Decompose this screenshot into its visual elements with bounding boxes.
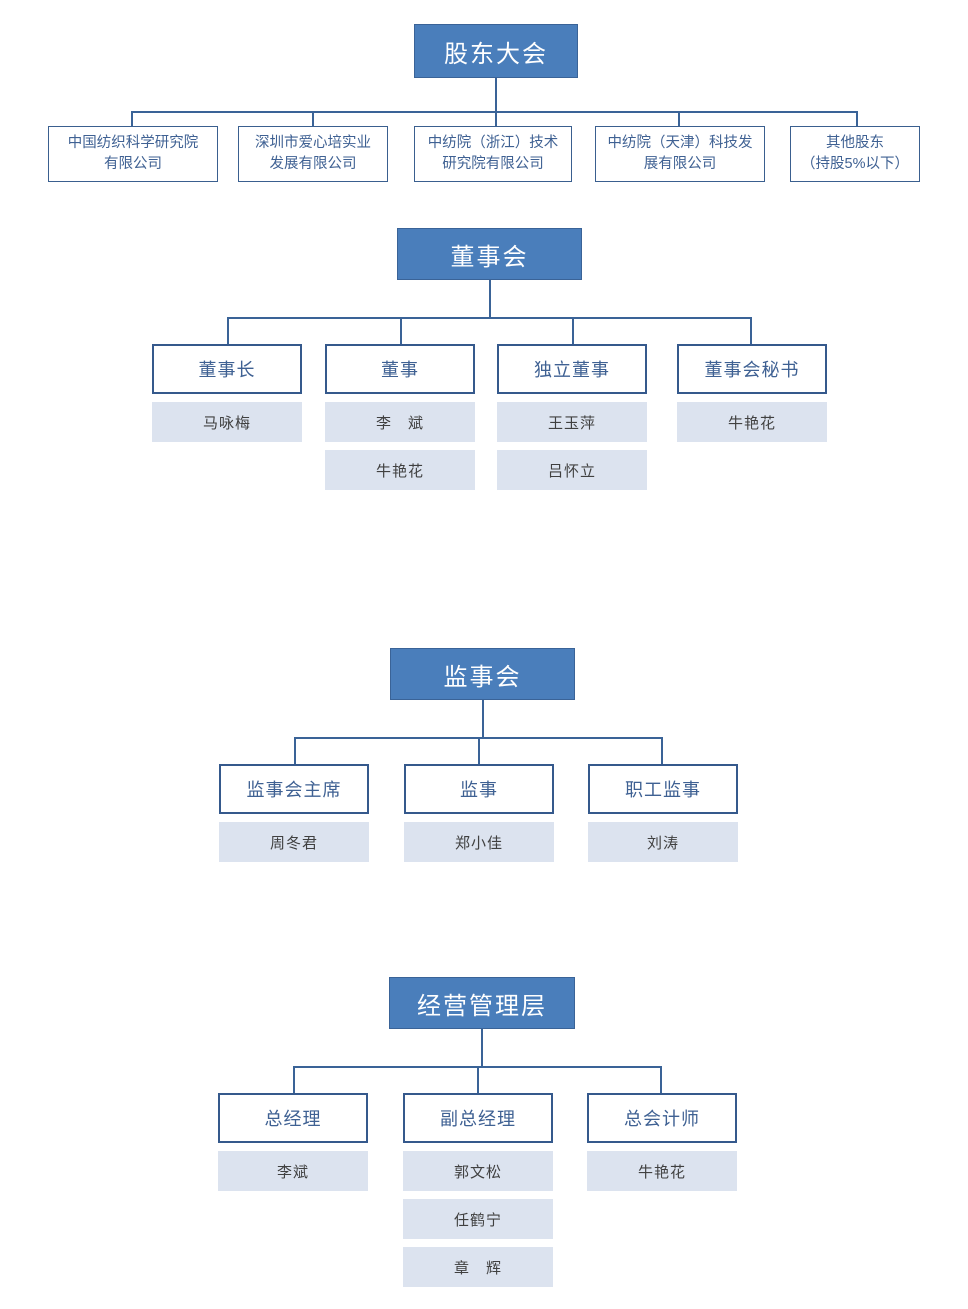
shareholder-box-2: 深圳市爱心培实业 发展有限公司 — [238, 126, 388, 182]
role-box-supervisor-chairman: 监事会主席 — [219, 764, 369, 814]
connector-vertical-management-stem — [481, 1029, 483, 1067]
shareholder-5-line2: （持股5%以下） — [801, 156, 909, 172]
shareholder-box-1: 中国纺织科学研究院 有限公司 — [48, 126, 218, 182]
role-box-chief-accountant: 总会计师 — [587, 1093, 737, 1143]
person-chip-supervisor-1: 郑小佳 — [404, 822, 554, 862]
person-chip-deputy-general-manager-2: 任鹤宁 — [403, 1199, 553, 1239]
header-box-management: 经营管理层 — [389, 977, 575, 1029]
person-chip-director-1: 李 斌 — [325, 402, 475, 442]
role-box-independent-director: 独立董事 — [497, 344, 647, 394]
role-box-board-secretary: 董事会秘书 — [677, 344, 827, 394]
connector-vertical-board-stem — [489, 280, 491, 318]
header-box-board: 董事会 — [397, 228, 582, 280]
connector-vertical-management-role-1 — [293, 1066, 295, 1094]
person-chip-supervisor-chairman-1: 周冬君 — [219, 822, 369, 862]
connector-vertical-shareholder-1 — [131, 111, 133, 128]
shareholder-4-line1: 中纺院（天津）科技发 — [607, 134, 753, 151]
role-box-employee-supervisor: 职工监事 — [588, 764, 738, 814]
shareholder-2-line1: 深圳市爱心培实业 — [255, 134, 371, 151]
connector-vertical-supervisor-role-2 — [478, 737, 480, 765]
person-chip-board-chairman-1: 马咏梅 — [152, 402, 302, 442]
connector-vertical-board-role-1 — [227, 317, 229, 345]
shareholder-box-5: 其他股东 （持股5%以下） — [790, 126, 920, 182]
shareholder-box-4: 中纺院（天津）科技发 展有限公司 — [595, 126, 765, 182]
role-box-director: 董事 — [325, 344, 475, 394]
connector-horizontal-shareholders-bus — [131, 111, 858, 113]
shareholder-5-line1: 其他股东 — [826, 134, 884, 151]
person-chip-independent-director-1: 王玉萍 — [497, 402, 647, 442]
role-box-deputy-general-manager: 副总经理 — [403, 1093, 553, 1143]
shareholder-box-3: 中纺院（浙江）技术 研究院有限公司 — [414, 126, 572, 182]
connector-vertical-board-role-2 — [400, 317, 402, 345]
connector-vertical-shareholder-2 — [312, 111, 314, 128]
connector-vertical-supervisors-stem — [482, 700, 484, 738]
person-chip-independent-director-2: 吕怀立 — [497, 450, 647, 490]
connector-vertical-supervisor-role-3 — [661, 737, 663, 765]
connector-vertical-shareholder-3 — [495, 111, 497, 128]
person-chip-deputy-general-manager-1: 郭文松 — [403, 1151, 553, 1191]
person-chip-deputy-general-manager-3: 章 辉 — [403, 1247, 553, 1287]
connector-vertical-management-role-3 — [660, 1066, 662, 1094]
role-box-supervisor: 监事 — [404, 764, 554, 814]
header-box-shareholders: 股东大会 — [414, 24, 578, 78]
connector-vertical-management-role-2 — [477, 1066, 479, 1094]
person-chip-chief-accountant-1: 牛艳花 — [587, 1151, 737, 1191]
shareholder-4-line2: 展有限公司 — [643, 156, 717, 172]
person-chip-employee-supervisor-1: 刘涛 — [588, 822, 738, 862]
person-chip-director-2: 牛艳花 — [325, 450, 475, 490]
connector-vertical-supervisor-role-1 — [294, 737, 296, 765]
person-chip-board-secretary-1: 牛艳花 — [677, 402, 827, 442]
shareholder-1-line1: 中国纺织科学研究院 — [67, 134, 199, 151]
shareholder-1-line2: 有限公司 — [104, 156, 162, 172]
shareholder-2-line2: 发展有限公司 — [269, 156, 357, 172]
connector-vertical-shareholder-5 — [856, 111, 858, 128]
connector-horizontal-board-bus — [227, 317, 752, 319]
connector-vertical-shareholder-4 — [678, 111, 680, 128]
shareholder-3-line1: 中纺院（浙江）技术 — [427, 134, 559, 151]
shareholder-3-line2: 研究院有限公司 — [442, 156, 544, 172]
role-box-general-manager: 总经理 — [218, 1093, 368, 1143]
connector-vertical-board-role-3 — [572, 317, 574, 345]
person-chip-general-manager-1: 李斌 — [218, 1151, 368, 1191]
role-box-board-chairman: 董事长 — [152, 344, 302, 394]
header-box-supervisors: 监事会 — [390, 648, 575, 700]
connector-vertical-board-role-4 — [750, 317, 752, 345]
connector-vertical-shareholders-stem — [495, 78, 497, 112]
